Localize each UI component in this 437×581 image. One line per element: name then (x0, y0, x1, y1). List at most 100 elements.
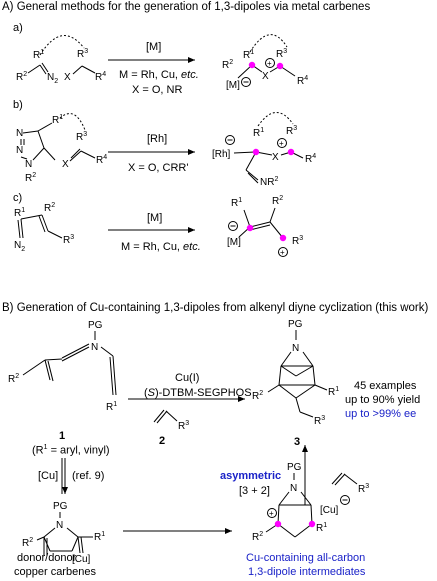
svg-text:[Rh]: [Rh] (212, 149, 231, 160)
svg-text:R1: R1 (33, 49, 44, 61)
svg-text:PG: PG (53, 501, 68, 512)
svg-text:R2: R2 (8, 373, 19, 385)
svg-text:R2: R2 (25, 172, 36, 184)
ligand-label: (S)-DTBM-SEGPHOS (144, 387, 252, 399)
svg-text:[M]: [M] (227, 237, 241, 248)
label-b: b) (13, 99, 23, 111)
svg-text:R1: R1 (328, 386, 339, 398)
cycloaddition-label: [3 + 2] (239, 485, 270, 497)
svg-text:R1: R1 (94, 531, 105, 543)
svg-text:R3: R3 (178, 420, 189, 432)
svg-text:R2: R2 (252, 531, 263, 543)
svg-text:X: X (62, 159, 69, 170)
svg-text:[M]: [M] (226, 80, 240, 91)
right-caption-2: 1,3-dipole intermediates (248, 566, 366, 578)
svg-text:R1: R1 (14, 207, 25, 219)
svg-text:R2: R2 (272, 195, 283, 207)
compound-2-label: 2 (159, 435, 166, 447)
compound-1-structure: PG N R1 R2 (8, 320, 117, 413)
stat-examples: 45 examples (354, 380, 417, 392)
reaction-a-substrate: R1 R2 N2 X R4 R3 (16, 35, 106, 85)
svg-text:R2: R2 (222, 59, 233, 71)
alkene-reagent: R3 (331, 472, 369, 495)
conditions-a1: M = Rh, Cu, etc. (119, 69, 199, 81)
cu-reagent: [Cu] (38, 470, 59, 482)
svg-text:NR2: NR2 (260, 176, 278, 188)
svg-text:R3: R3 (292, 235, 303, 247)
svg-text:R1: R1 (231, 197, 242, 209)
svg-text:N: N (91, 342, 98, 353)
svg-text:N: N (292, 343, 299, 354)
svg-text:N: N (16, 128, 23, 139)
label-c: c) (13, 192, 23, 204)
svg-text:+: + (279, 139, 284, 148)
svg-text:R2: R2 (16, 71, 27, 83)
svg-text:N: N (25, 159, 32, 170)
svg-text:X: X (262, 71, 269, 82)
svg-text:R3: R3 (358, 483, 369, 495)
svg-text:R1: R1 (253, 127, 264, 139)
svg-text:N: N (56, 520, 63, 531)
svg-text:R2: R2 (22, 537, 33, 549)
reaction-b-substrate: N N N R2 R1 X R4 R3 (16, 113, 107, 184)
reagent-c: [M] (147, 212, 163, 224)
svg-text:R1: R1 (52, 114, 63, 126)
svg-text:R3: R3 (286, 125, 297, 137)
svg-text:R3: R3 (76, 131, 87, 143)
compound-1-label: 1 (59, 430, 66, 442)
svg-text:[Cu]: [Cu] (320, 505, 339, 516)
cu-dipole-structure: PG N R2 + [Cu] R1 (252, 462, 350, 543)
svg-text:N2: N2 (47, 72, 58, 85)
asymmetric-label: asymmetric (220, 470, 282, 482)
stat-yield: up to 90% yield (345, 394, 421, 406)
svg-text:R1: R1 (316, 522, 327, 534)
svg-text:N: N (290, 483, 297, 494)
svg-text:PG: PG (88, 320, 103, 331)
label-a: a) (13, 22, 23, 34)
svg-text:R3: R3 (314, 415, 325, 427)
reaction-a-product: R1 R3 R2 [M] X R4 + (222, 34, 308, 91)
svg-text:R1: R1 (106, 401, 117, 413)
stat-ee: up to >99% ee (345, 408, 417, 420)
section-b-title: B) Generation of Cu-containing 1,3-dipol… (2, 302, 429, 314)
reagent-b: [Rh] (147, 133, 168, 145)
svg-text:X: X (64, 72, 71, 83)
svg-text:R3: R3 (63, 234, 74, 246)
right-caption-1: Cu-containing all-carbon (246, 552, 366, 564)
reaction-c-product: R1 R2 [M] R3 + (227, 195, 303, 257)
left-caption-2: copper carbenes (14, 566, 96, 578)
compound-3-label: 3 (294, 436, 301, 448)
catalyst-label: Cu(I) (175, 372, 200, 384)
left-caption-1: donor/donor (17, 552, 77, 564)
conditions-c: M = Rh, Cu, etc. (121, 241, 201, 253)
copper-carbene-structure: PG N R2 R1 [Cu] (22, 501, 105, 565)
svg-text:+: + (280, 248, 285, 257)
svg-text:PG: PG (287, 462, 302, 473)
compound-2-alkene: R3 (153, 409, 189, 432)
svg-text:X: X (272, 152, 279, 163)
svg-text:+: + (267, 59, 272, 68)
svg-text:N: N (16, 145, 23, 156)
compound-1-note: (R1 = aryl, vinyl) (32, 444, 110, 457)
svg-text:R4: R4 (305, 153, 316, 165)
svg-text:R3: R3 (276, 48, 287, 60)
svg-text:R2: R2 (44, 202, 55, 214)
reaction-b-product: [Rh] R1 R3 X R4 NR2 + (212, 112, 316, 188)
svg-text:N2: N2 (14, 240, 25, 253)
svg-text:+: + (269, 509, 274, 518)
reaction-c-substrate: R1 R2 N2 R3 (14, 202, 74, 253)
svg-text:R1: R1 (243, 49, 254, 61)
svg-text:R4: R4 (96, 154, 107, 166)
svg-text:R2: R2 (252, 390, 263, 402)
svg-text:R3: R3 (77, 48, 88, 60)
section-a-title: A) General methods for the generation of… (2, 1, 371, 13)
conditions-b: X = O, CRR' (128, 162, 189, 174)
ref-note: (ref. 9) (72, 470, 105, 482)
reagent-a: [M] (146, 41, 162, 53)
compound-3-structure: PG N R2 R1 R3 (252, 319, 339, 427)
svg-text:PG: PG (288, 319, 303, 330)
conditions-a2: X = O, NR (132, 84, 183, 96)
svg-text:[Cu]: [Cu] (72, 554, 91, 565)
svg-text:R4: R4 (95, 71, 106, 83)
